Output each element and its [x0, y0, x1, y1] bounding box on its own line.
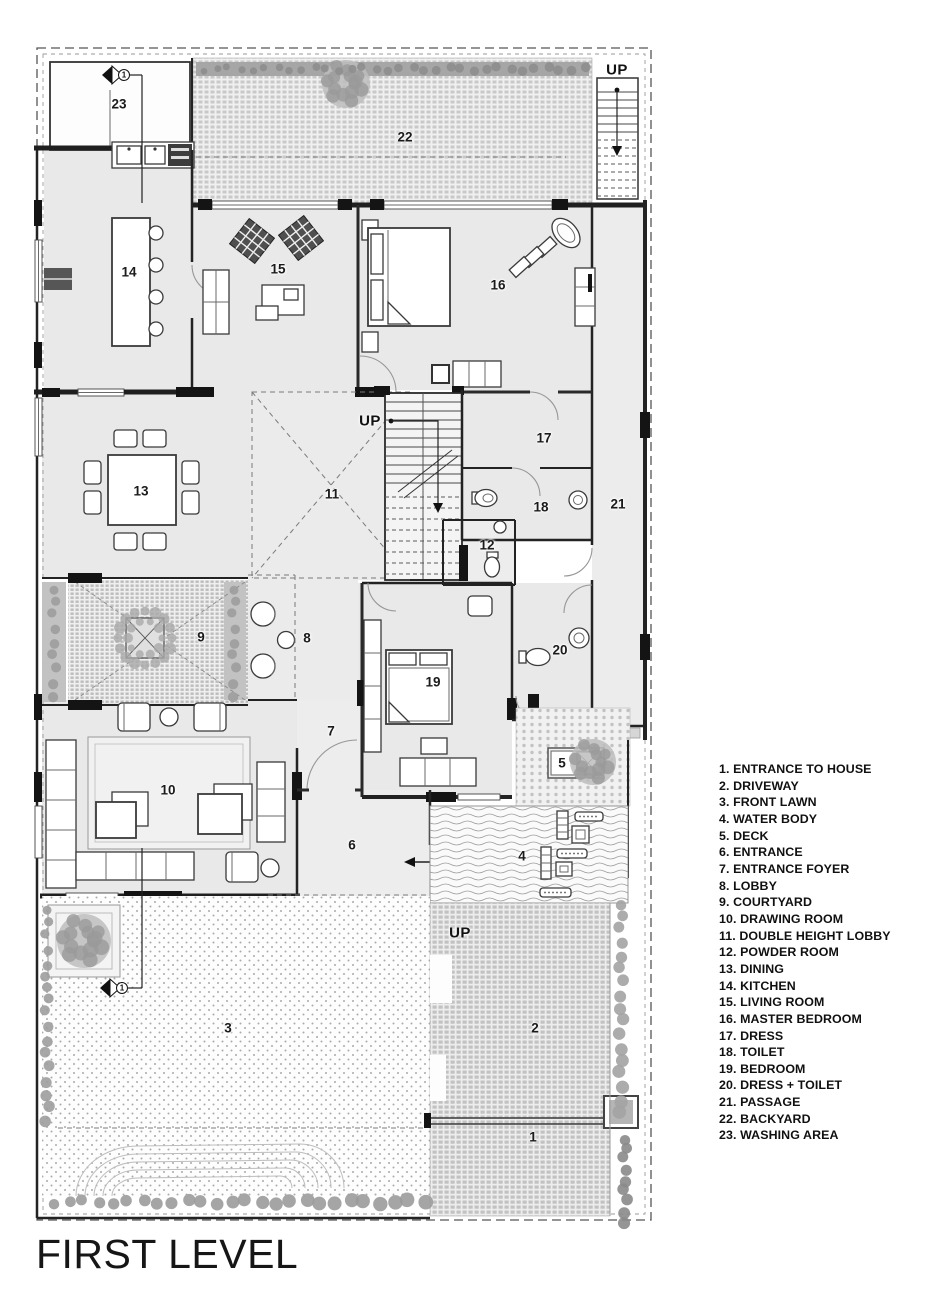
legend-item-5: 5. DECK	[719, 828, 769, 843]
dress-toilet	[507, 583, 593, 722]
vegetation	[39, 59, 633, 1230]
legend-item-17: 17. DRESS	[719, 1028, 784, 1043]
legend-item-15: 15. LIVING ROOM	[719, 995, 825, 1010]
section-line	[100, 64, 143, 999]
lobby	[248, 574, 297, 701]
legend-item-11: 11. DOUBLE HEIGHT LOBBY	[719, 928, 891, 943]
legend-item-13: 13. DINING	[719, 961, 785, 976]
staircase-main	[374, 386, 463, 581]
kitchen	[34, 141, 223, 392]
toilets	[442, 390, 592, 586]
legend-item-12: 12. POWDER ROOM	[719, 945, 839, 960]
double-height-lobby	[251, 391, 411, 579]
legend-item-16: 16. MASTER BEDROOM	[719, 1011, 862, 1026]
legend-item-19: 19. BEDROOM	[719, 1061, 806, 1076]
legend-item-18: 18. TOILET	[719, 1045, 785, 1060]
legend-item-23: 23. WASHING AREA	[719, 1128, 839, 1143]
north-wall	[192, 199, 645, 210]
legend-item-3: 3. FRONT LAWN	[719, 795, 817, 810]
legend-item-20: 20. DRESS + TOILET	[719, 1078, 843, 1093]
legend-item-14: 14. KITCHEN	[719, 978, 796, 993]
water-body	[429, 805, 629, 904]
bedroom	[357, 581, 512, 802]
legend-item-9: 9. COURTYARD	[719, 895, 812, 910]
legend-item-4: 4. WATER BODY	[719, 811, 818, 826]
legend-item-21: 21. PASSAGE	[719, 1095, 801, 1110]
staircase-backyard	[596, 77, 639, 200]
legend-item-10: 10. DRAWING ROOM	[719, 911, 844, 926]
living-room	[202, 214, 325, 335]
legend-item-8: 8. LOBBY	[719, 878, 777, 893]
backyard	[191, 57, 593, 206]
legend-item-6: 6. ENTRANCE	[719, 845, 803, 860]
dining	[34, 397, 200, 551]
drawing-title: FIRST LEVEL	[36, 1231, 299, 1277]
legend-item-22: 22. BACKYARD	[719, 1111, 811, 1126]
master-bedroom	[356, 205, 596, 393]
driveway	[424, 902, 639, 1217]
courtyard	[42, 573, 248, 710]
legend-item-7: 7. ENTRANCE FOYER	[719, 861, 850, 876]
legend-item-1: 1. ENTRANCE TO HOUSE	[719, 762, 872, 776]
legend: 1. ENTRANCE TO HOUSE 2. DRIVEWAY 3. FRONT …	[719, 761, 891, 1144]
legend-item-2: 2. DRIVEWAY	[719, 778, 799, 793]
